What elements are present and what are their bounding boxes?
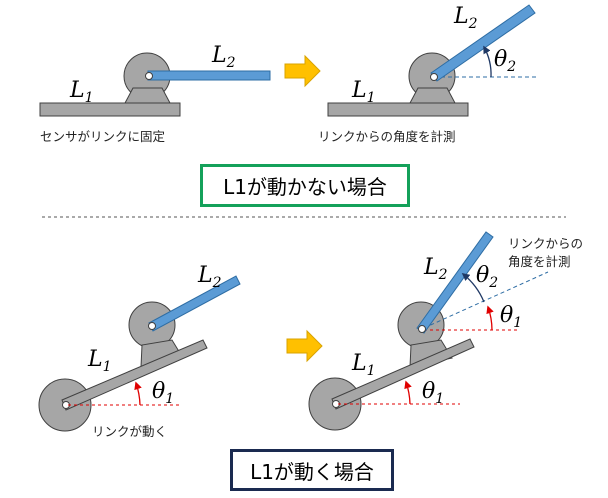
caption-top-left: センサがリンクに固定 xyxy=(40,129,165,144)
link-l2-bar xyxy=(430,4,536,82)
sensor-mount xyxy=(124,87,171,104)
link-l2-bar xyxy=(147,70,271,81)
label-theta2: θ2 xyxy=(476,263,498,291)
joint-pin xyxy=(148,322,156,330)
label-l2: L2 xyxy=(197,263,222,291)
angle-arc-theta2 xyxy=(483,45,492,78)
reference-dashed-line-l1-extension xyxy=(423,271,549,329)
label-l1: L1 xyxy=(351,78,376,106)
label-l1: L1 xyxy=(87,347,112,375)
angle-arc-theta1-joint xyxy=(486,305,494,331)
top-left-diagram: L1 L2 センサがリンクに固定 xyxy=(39,43,271,144)
angle-arc-theta2 xyxy=(461,273,485,303)
label-theta2: θ2 xyxy=(494,47,516,75)
label-theta1-joint: θ1 xyxy=(500,303,522,331)
title-box-l1-fixed: L1が動かない場合 xyxy=(200,164,410,207)
label-l2: L2 xyxy=(211,43,236,71)
sensor-mount xyxy=(409,87,456,104)
label-l1: L1 xyxy=(69,78,94,106)
caption-bottom-left: リンクが動く xyxy=(92,424,167,439)
base-plate xyxy=(39,102,181,117)
label-theta1-base: θ1 xyxy=(422,379,444,407)
title-box-l1-moving: L1が動く場合 xyxy=(230,449,394,491)
link-l1-bar xyxy=(61,339,208,411)
angle-arc-theta1-base xyxy=(404,380,412,405)
title-l1-moving: L1が動く場合 xyxy=(250,459,374,484)
label-l2: L2 xyxy=(423,255,448,283)
joint-pin xyxy=(430,73,438,81)
base-plate xyxy=(327,102,469,117)
bottom-right-diagram: θ1 θ1 θ2 L1 L2 リンクからの 角度を計測 xyxy=(308,231,583,431)
caption-top-right: リンクからの角度を計測 xyxy=(318,129,456,144)
title-l1-fixed: L1が動かない場合 xyxy=(223,175,387,199)
bottom-left-diagram: θ1 L1 L2 リンクが動く xyxy=(38,263,241,439)
note-line-2: 角度を計測 xyxy=(508,254,571,269)
label-l1: L1 xyxy=(351,351,376,379)
link-l2-bar xyxy=(148,275,241,332)
label-theta1: θ1 xyxy=(152,379,174,407)
label-l2: L2 xyxy=(453,4,478,32)
top-right-diagram: θ2 L1 L2 リンクからの角度を計測 xyxy=(318,4,536,144)
angle-arc-theta1 xyxy=(134,381,142,406)
joint-pin xyxy=(145,72,153,80)
joint-pin xyxy=(418,325,426,333)
arrow-right-icon xyxy=(284,54,321,88)
arrow-right-icon xyxy=(286,329,323,363)
note-line-1: リンクからの xyxy=(508,236,583,251)
